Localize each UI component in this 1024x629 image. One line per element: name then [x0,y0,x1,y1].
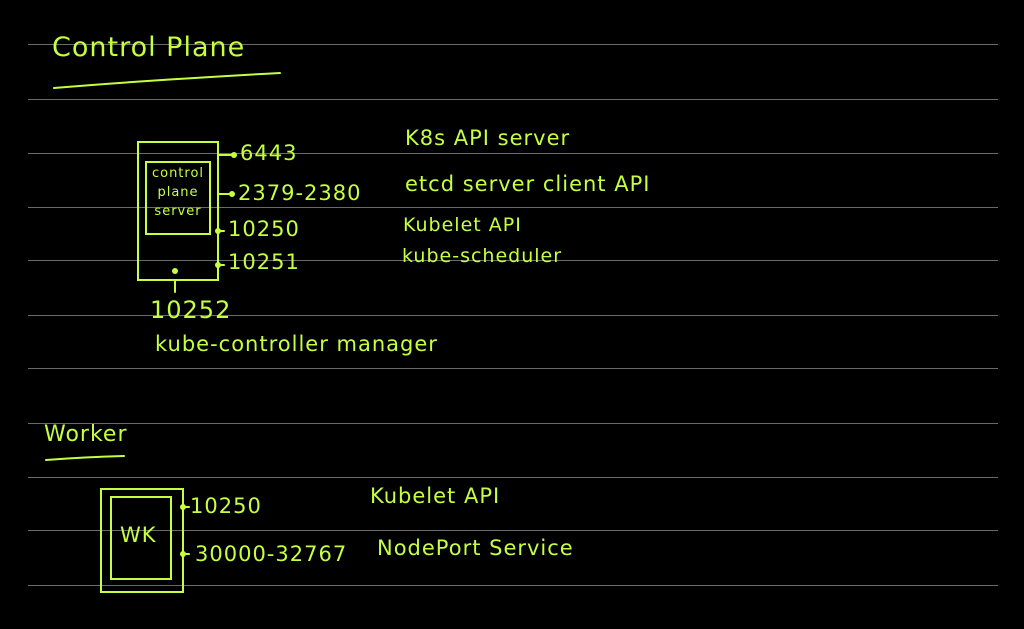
ruled-line [28,153,998,154]
port-dot [172,268,178,274]
port-10250: 10250 [228,217,300,241]
service-etcd: etcd server client API [405,172,651,196]
port-2379-2380: 2379-2380 [238,181,362,205]
control-plane-inner-box [145,161,211,235]
port-10252: 10252 [150,296,232,324]
worker-outer-box [100,488,184,593]
service-k8s-api-server: K8s API server [405,126,571,150]
port-dot [215,262,221,268]
port-dot [231,152,237,158]
service-kube-scheduler: kube-scheduler [402,245,563,267]
control-plane-box-label: control plane server [147,164,209,221]
ruled-line [28,44,998,45]
worker-service-kubelet-api: Kubelet API [370,484,501,508]
worker-service-nodeport: NodePort Service [377,536,574,560]
port-6443: 6443 [240,141,298,165]
worker-inner-box [110,496,172,580]
ruled-line [28,260,998,261]
ruled-line [28,423,998,424]
control-plane-outer-box [137,141,219,281]
service-kube-controller-manager: kube-controller manager [155,332,438,356]
worker-port-10250: 10250 [190,494,262,518]
box-label-line: control [151,166,205,181]
control-plane-underline [53,72,281,89]
worker-box-label: WK [120,523,157,547]
worker-heading: Worker [44,422,128,447]
ruled-line [28,315,998,316]
port-dot [180,551,186,557]
port-10251: 10251 [228,250,300,274]
box-label-line: server [154,204,202,219]
ruled-line [28,99,998,100]
port-dot [215,228,221,234]
worker-underline [45,455,125,461]
ruled-line [28,477,998,478]
worker-port-30000-32767: 30000-32767 [195,542,348,566]
ruled-line [28,368,998,369]
box-label-line: plane [157,185,199,200]
ruled-line [28,207,998,208]
service-kubelet-api: Kubelet API [403,214,522,236]
port-dot [180,504,186,510]
ruled-line [28,530,998,531]
port-dot [229,191,235,197]
ruled-line [28,585,998,586]
control-plane-heading: Control Plane [52,32,246,63]
